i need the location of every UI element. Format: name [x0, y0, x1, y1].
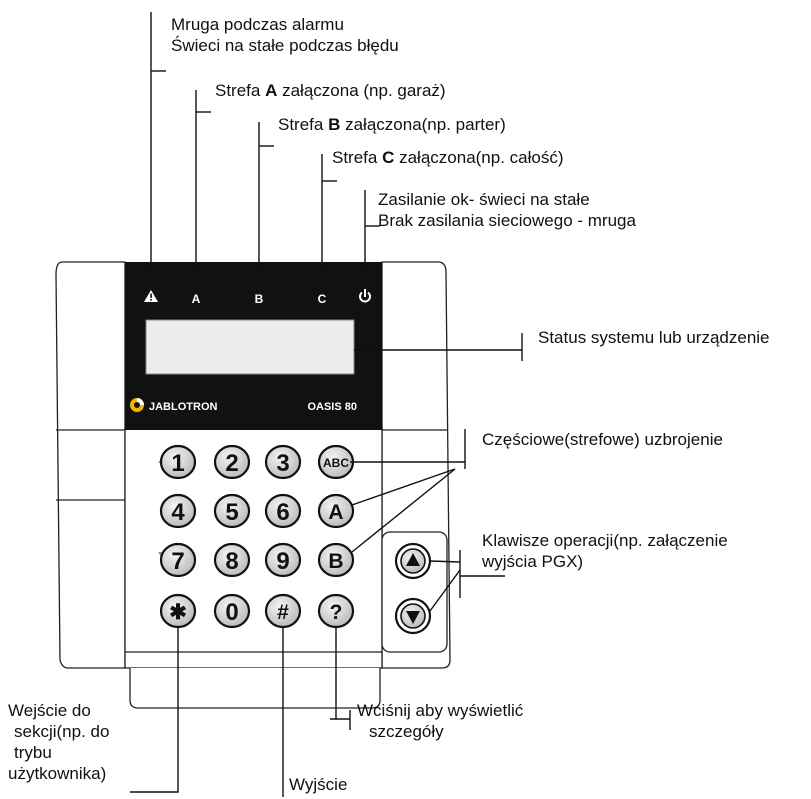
- key-4[interactable]: 4: [159, 493, 197, 529]
- enter-annotation-line1: Wejście do: [8, 701, 91, 720]
- operation-keys-annotation: Klawisze operacji(np. załączenie wyjścia…: [482, 530, 728, 572]
- key-help[interactable]: ?: [317, 593, 355, 629]
- partial-arming-annotation: Częściowe(strefowe) uzbrojenie: [482, 430, 723, 449]
- arrow-up-button[interactable]: [394, 542, 432, 580]
- svg-text:3: 3: [276, 450, 289, 477]
- svg-text:5: 5: [225, 499, 238, 526]
- indicator-b: B: [255, 292, 264, 306]
- arrow-up-icon: [406, 553, 420, 566]
- svg-text:8: 8: [225, 548, 238, 575]
- key-5[interactable]: 5: [213, 493, 251, 529]
- power-annotation-line2: Brak zasilania sieciowego - mruga: [378, 211, 636, 230]
- zone-c-prefix: Strefa: [332, 148, 383, 167]
- arrow-down-icon: [406, 611, 420, 624]
- svg-text:B: B: [328, 550, 343, 573]
- zone-c-suffix: załączona(np. całość): [394, 148, 564, 167]
- alarm-annotation-line2: Świeci na stałe podczas błędu: [171, 36, 399, 55]
- zone-b-prefix: Strefa: [278, 115, 329, 134]
- zone-b-annotation: Strefa B załączona(np. parter): [278, 114, 506, 135]
- svg-text:#: #: [277, 601, 289, 624]
- indicator-c: C: [318, 292, 327, 306]
- key-1[interactable]: 1: [159, 444, 197, 480]
- enter-annotation-line3: trybu: [14, 743, 52, 762]
- key-9[interactable]: 9: [264, 542, 302, 578]
- callout-lines: [130, 12, 523, 797]
- svg-text:?: ?: [330, 601, 343, 624]
- key-abc[interactable]: ABC: [317, 444, 355, 480]
- enter-annotation-line2: sekcji(np. do: [14, 722, 110, 741]
- svg-text:2: 2: [225, 450, 238, 477]
- zone-a-annotation: Strefa A załączona (np. garaż): [215, 80, 446, 101]
- key-0[interactable]: 0: [213, 593, 251, 629]
- warning-triangle-icon: [144, 290, 158, 302]
- key-8[interactable]: 8: [213, 542, 251, 578]
- status-annotation: Status systemu lub urządzenie: [538, 328, 770, 347]
- svg-text:ABC: ABC: [323, 456, 349, 470]
- svg-text:4: 4: [171, 499, 185, 526]
- info-annotation: Wciśnij aby wyświetlić szczegóły: [357, 700, 523, 742]
- svg-text:9: 9: [276, 548, 289, 575]
- enter-annotation-line4: użytkownika): [8, 764, 107, 783]
- operation-annotation-line2: wyjścia PGX): [482, 552, 584, 571]
- zone-a-prefix: Strefa: [215, 81, 266, 100]
- key-hash[interactable]: #: [264, 593, 302, 629]
- zone-b-letter: B: [328, 115, 341, 134]
- lcd-display: [145, 319, 355, 375]
- svg-text:1: 1: [171, 450, 184, 477]
- zone-c-letter: C: [382, 148, 395, 167]
- zone-b-suffix: załączona(np. parter): [340, 115, 506, 134]
- model-name: OASIS 80: [307, 401, 357, 413]
- svg-text:A: A: [328, 501, 343, 524]
- key-b[interactable]: B: [317, 542, 355, 578]
- svg-text:✱: ✱: [169, 601, 187, 624]
- key-star[interactable]: ✱: [159, 593, 197, 629]
- key-7[interactable]: 7: [159, 542, 197, 578]
- svg-text:6: 6: [276, 499, 289, 526]
- jablotron-logo-icon: [130, 398, 144, 412]
- alarm-annotation: Mruga podczas alarmu Świeci na stałe pod…: [171, 14, 399, 56]
- info-annotation-line1: Wciśnij aby wyświetlić: [357, 701, 524, 720]
- key-6[interactable]: 6: [264, 493, 302, 529]
- alarm-annotation-line1: Mruga podczas alarmu: [171, 15, 344, 34]
- enter-section-annotation: Wejście do sekcji(np. do trybu użytkowni…: [8, 700, 109, 784]
- arrow-down-button[interactable]: [394, 597, 432, 635]
- power-annotation: Zasilanie ok- świeci na stałe Brak zasil…: [378, 189, 636, 231]
- indicator-a: A: [192, 292, 201, 306]
- key-3[interactable]: 3: [264, 444, 302, 480]
- zone-a-letter: A: [265, 81, 278, 100]
- power-icon: [359, 289, 371, 303]
- exit-annotation: Wyjście: [289, 775, 348, 794]
- svg-text:0: 0: [225, 599, 238, 626]
- info-annotation-line2: szczegóły: [369, 722, 444, 741]
- power-annotation-line1: Zasilanie ok- świeci na stałe: [378, 190, 590, 209]
- brand-name: JABLOTRON: [149, 401, 218, 413]
- operation-annotation-line1: Klawisze operacji(np. załączenie: [482, 531, 728, 550]
- key-a[interactable]: A: [317, 493, 355, 529]
- svg-text:7: 7: [171, 548, 184, 575]
- zone-a-suffix: załączona (np. garaż): [277, 81, 446, 100]
- key-2[interactable]: 2: [213, 444, 251, 480]
- zone-c-annotation: Strefa C załączona(np. całość): [332, 147, 564, 168]
